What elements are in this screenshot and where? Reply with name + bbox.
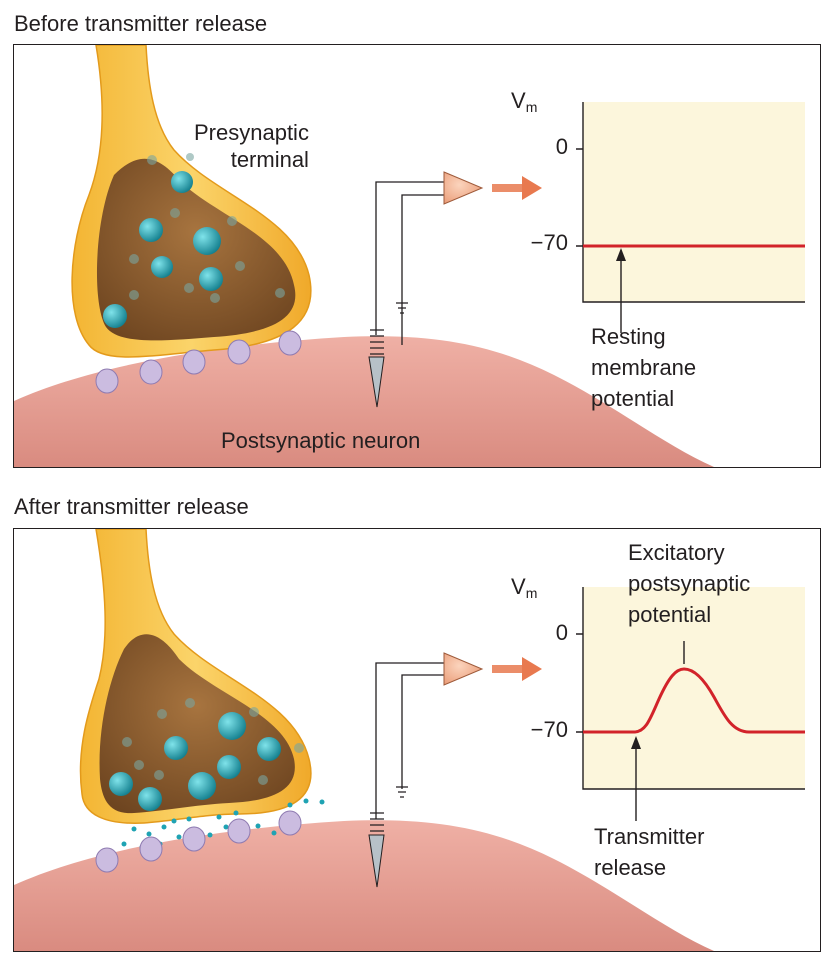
- terminal-interior: [99, 634, 295, 814]
- tick-label-minus70: −70: [530, 230, 568, 255]
- vm-plot-area: [583, 102, 805, 302]
- electrode-tip: [368, 834, 385, 888]
- axis-label-vm: Vm: [511, 574, 538, 602]
- label-postsynaptic-neuron: Postsynaptic neuron: [221, 428, 421, 453]
- panel-title-before: Before transmitter release: [14, 11, 268, 36]
- tick-label-0: 0: [555, 134, 568, 159]
- panel-after: Vm 0 −70 Excitatory postsynaptic potenti…: [13, 528, 821, 952]
- postsynaptic-neuron: [14, 820, 714, 951]
- receptors: [95, 810, 302, 873]
- synaptic-vesicles: [109, 698, 304, 811]
- transmitter-release-arrow: [631, 736, 641, 821]
- panel-before: Presynaptic terminal Postsynaptic neuron…: [13, 44, 821, 468]
- electrode-tip: [368, 356, 385, 408]
- vm-plot-area: [583, 587, 805, 789]
- recording-electrode: [370, 662, 444, 832]
- label-transmitter-release: Transmitter release: [594, 824, 705, 880]
- synapse-diagram-after: [14, 529, 805, 951]
- signal-arrow: [492, 657, 542, 681]
- synaptic-vesicles: [103, 153, 285, 328]
- axis-label-vm: Vm: [511, 88, 538, 116]
- recording-electrode: [370, 181, 444, 355]
- signal-arrow: [492, 176, 542, 200]
- vm-trace-epsp: [583, 667, 805, 734]
- receptors: [95, 330, 302, 394]
- synapse-diagram-before: [14, 45, 805, 467]
- amplifier: [443, 171, 484, 205]
- label-resting-membrane-potential: Resting membrane potential: [591, 324, 697, 411]
- label-presynaptic-terminal: Presynaptic terminal: [194, 120, 309, 172]
- tick-label-minus70: −70: [530, 717, 568, 742]
- tick-label-0: 0: [555, 620, 568, 645]
- panel-title-after: After transmitter release: [14, 494, 249, 519]
- label-excitatory-postsynaptic-potential: Excitatory postsynaptic potential: [628, 540, 751, 627]
- vm-axis: [582, 587, 805, 790]
- resting-potential-arrow: [616, 248, 626, 333]
- amplifier: [443, 652, 484, 686]
- vm-axis: [582, 102, 805, 303]
